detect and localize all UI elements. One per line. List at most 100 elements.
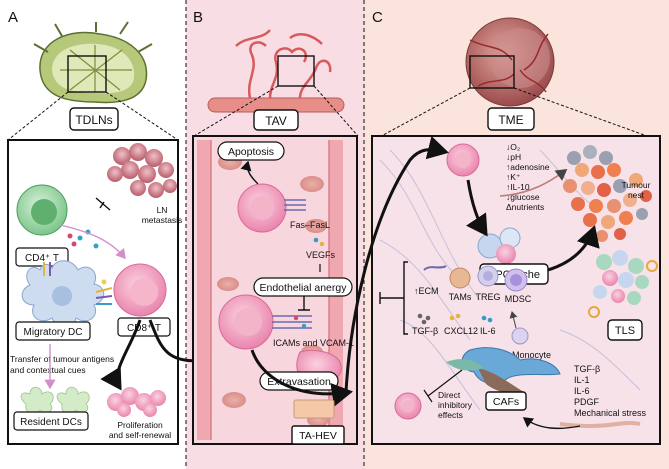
anergy-inhibit [298,296,310,311]
to-apoptosis-arrow [240,160,259,185]
metabolic-factors: ↓O₂ ↓pH ↑adenosine ↑K⁺ ↑IL-10 ↓glucose Δ… [506,142,550,212]
anergy-label: Endothelial anergy [260,282,348,294]
tgfb-label: TGF-β [412,326,438,336]
factor-1: TGF-β [574,364,600,374]
transfer-label-2: and contextual cues [10,365,86,375]
tams-cell [449,267,471,289]
resident-dcs [20,386,90,415]
tcr-connectors [43,262,113,305]
apc-to-nest-arrow [547,225,600,272]
fibroblast-precursor [559,421,641,428]
panel-c-letter: C [372,9,383,26]
factor-3: IL-6 [574,386,590,396]
soluble-factors-dots [417,313,493,325]
cxcl12-label: CXCL12 [444,326,478,336]
migratory-dc [21,260,105,329]
metabolic-1: ↓O₂ [506,142,520,152]
direct-label-2: inhibitory [438,400,473,410]
tams-label: TAMs [449,292,472,302]
treg-cell [477,265,499,287]
ln-metastasis-label-2: metastasis [142,215,183,225]
factor-2: IL-1 [574,375,590,385]
resident-dcs-label: Resident DCs [20,417,82,428]
cafs-cells [446,347,561,394]
panel-a-letter: A [8,9,18,26]
il6-label: IL-6 [480,326,496,336]
apoptosis-label: Apoptosis [228,146,274,158]
tahev-label: TA-HEV [299,430,337,442]
treg-label: TREG [475,292,500,302]
tcell-to-apc-arrow [466,179,488,237]
metabolic-3: ↑adenosine [506,162,550,172]
monocyte-cell [511,327,529,345]
caf-inhibit-line [423,369,463,403]
b-to-c-arrow [344,135,449,393]
metabolic-7: Δnutrients [506,202,544,212]
ln-metastasis-label-1: LN [157,205,168,215]
tls-label-box [607,319,643,341]
mdsc-cell [504,268,528,292]
metabolic-4: ↑K⁺ [506,172,521,182]
tls-label: TLS [615,325,635,337]
icams-label: ICAMs and VCAM-1 [273,338,354,348]
tdlns-label-box [69,107,119,131]
cd4-label: CD4⁺ T [25,253,59,264]
ecm-fibre-icon [423,265,447,271]
resident-dcs-label-box [13,411,89,431]
migratory-dc-label: Migratory DC [24,327,83,338]
factor-5: Mechanical stress [574,408,647,418]
vegf-dots [313,237,325,247]
tme-label: TME [498,113,523,127]
apoptotic-t-cell [237,183,306,233]
migratory-dc-label-box [15,321,91,341]
apc-niche-cells [477,227,521,264]
anergy-label-box [253,277,353,297]
tme-label-box [487,107,535,131]
cd4-to-cd8-arrow [59,224,126,260]
panel-b-letter: B [193,9,203,26]
apoptosis-label-box [217,141,285,161]
metabolic-6: ↓glucose [506,192,540,202]
tumour-nest-label-1: Tumour [622,180,651,190]
vegfs-label: VEGFs [306,250,336,260]
proliferating-t-cells [107,387,166,417]
adhering-t-cell [218,294,312,350]
tahev-label-box [291,425,345,445]
tumour-organ-illustration [373,17,659,141]
metabolic-5: ↑IL-10 [506,182,530,192]
tav-vessel-illustration [193,29,359,137]
tav-label-box [253,109,299,131]
direct-label-1: Direct [438,390,461,400]
inhibit-arrow-a [95,197,111,211]
direct-label-3: effects [438,410,463,420]
extravasation-arrow [250,349,353,407]
cd8-label: CD8⁺ T [127,323,161,334]
metabolic-arrow [499,169,568,197]
tdlns-label: TDLNs [75,113,112,127]
tumour-nest [563,145,652,242]
lymph-node-illustration [7,21,179,141]
monocyte-arrow [509,311,518,329]
factors-to-cafs-arrow [522,417,581,430]
fasfasl-label: Fas–FasL [290,220,330,230]
tav-label: TAV [265,114,287,128]
ln-metastasis-cluster [107,143,177,198]
cafs-label-box [485,391,527,411]
cd8-label-box [117,317,171,337]
hev-endothelium [293,399,335,419]
monocyte-label: Monocyte [512,350,551,360]
cd8-to-prolif-arrow [100,319,142,391]
metabolic-2: ↓pH [506,152,521,162]
prolif-label-1: Proliferation [117,420,163,430]
tls-cluster [588,250,658,318]
factor-4: PDGF [574,397,600,407]
prolif-label-2: and self-renewal [109,430,171,440]
cafs-label: CAFs [493,396,519,408]
cd4-t-cell [16,184,68,236]
tumour-nest-label-2: nest [628,190,645,200]
mdsc-label: MDSC [505,294,532,304]
cd8-t-cell-a [113,263,167,317]
ecm-label: ↑ECM [414,286,439,296]
